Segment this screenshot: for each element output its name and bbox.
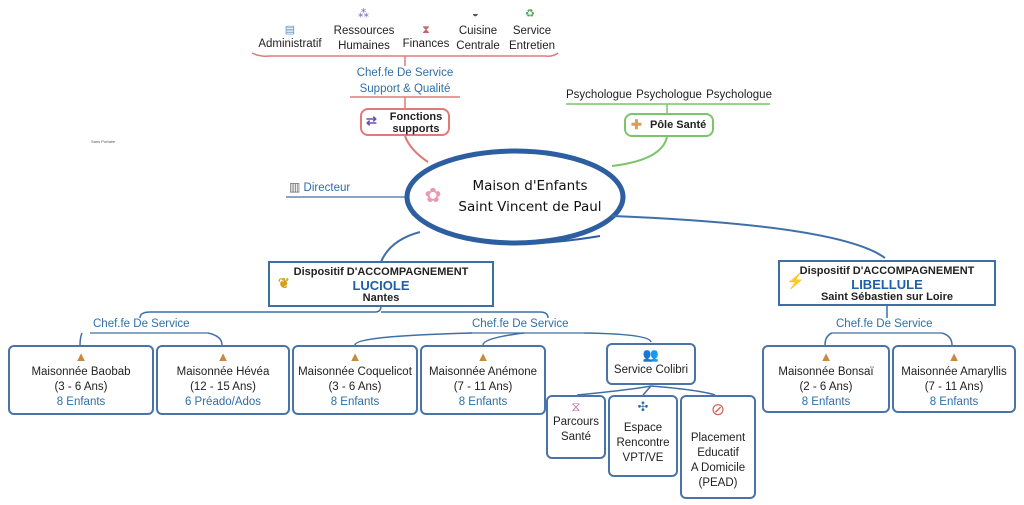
house-baobab[interactable]: ▲ Maisonnée Baobab (3 - 6 Ans) 8 Enfants [8,345,154,415]
hourglass-icon: ⧗ [422,24,430,36]
admin-icon: ▤ [284,24,296,36]
bandage-icon: ✚ [631,117,642,132]
libellule-link [611,215,886,259]
chef-right-links [824,332,953,346]
house-hevea[interactable]: ▲ Maisonnée Hévéa (12 - 15 Ans) 6 Préado… [156,345,290,415]
fonctions-supports-node[interactable]: ⇄ Fonctions supports [360,108,450,136]
tent-icon: ▲ [476,349,490,364]
dispositif-libellule[interactable]: ⚡ Dispositif D'ACCOMPAGNEMENT LIBELLULE … [778,260,996,306]
compass-icon: ⊘ [710,400,726,419]
colibri-placement-educatif[interactable]: ⊘ Placement Educatif A Domicile (PEAD) [680,395,756,499]
pole-sante-link [611,136,668,167]
dispositif-luciole[interactable]: ❦ Dispositif D'ACCOMPAGNEMENT LUCIOLE Na… [268,261,494,307]
dna-icon: ⧖ [571,399,581,414]
people-icon: 👥 [642,347,660,362]
house-coquelicot[interactable]: ▲ Maisonnée Coquelicot (3 - 6 Ans) 8 Enf… [292,345,418,415]
service-ressources-humaines[interactable]: ⁂ Ressources Humaines [333,8,395,52]
network-icon: ⁂ [358,8,369,20]
exchange-icon: ⇄ [366,113,377,128]
psychologue-2[interactable]: Psychologue [636,89,702,101]
tiny-note: Sans Portaire [91,139,116,144]
house-bonsai[interactable]: ▲ Maisonnée Bonsaï (2 - 6 Ans) 8 Enfants [762,345,890,413]
colibri-espace-rencontre[interactable]: ✣ Espace Rencontre VPT/VE [608,395,678,477]
cooking-pot-icon: ◒ [472,8,479,20]
chef-middle-links [354,332,652,346]
tent-icon: ▲ [74,349,88,364]
firefly-icon: ❦ [278,275,290,291]
flower-icon: ✿ [424,185,442,207]
service-entretien[interactable]: ♻ Service Entretien [508,8,556,52]
tent-icon: ▲ [947,349,961,364]
house-anemone[interactable]: ▲ Maisonnée Anémone (7 - 11 Ans) 8 Enfan… [420,345,546,415]
arrows-icon: ✣ [637,399,649,414]
luciole-branches [139,305,549,319]
colibri-links [576,385,716,396]
directeur-node[interactable]: ▥ Directeur [289,180,351,194]
dragonfly-icon: ⚡ [786,273,805,290]
tent-icon: ▲ [348,349,362,364]
services-underline [251,52,559,57]
tent-icon: ▲ [819,349,833,364]
pole-sante-node[interactable]: ✚ Pôle Santé [624,113,714,137]
recycle-icon: ♻ [525,8,535,20]
center-title: Maison d'Enfants Saint Vincent de Paul [458,178,602,215]
chef-service-left[interactable]: Chef.fe De Service [93,318,190,330]
tent-icon: ▲ [216,349,230,364]
chef-support-qualite[interactable]: Chef.fe De Service Support & Qualité [356,67,454,95]
chef-service-middle[interactable]: Chef.fe De Service [472,318,569,330]
chef-service-right[interactable]: Chef.fe De Service [836,318,933,330]
fonctions-link [404,135,429,163]
ellipse-swash [411,213,601,245]
house-amaryllis[interactable]: ▲ Maisonnée Amaryllis (7 - 11 Ans) 8 Enf… [892,345,1016,413]
service-colibri[interactable]: 👥 Service Colibri [606,343,696,385]
luciole-link [380,231,421,263]
psychologue-1[interactable]: Psychologue [566,89,632,101]
psychologues-list: Psychologue Psychologue Psychologue [566,89,772,101]
chef-left-links [79,332,223,346]
service-administratif[interactable]: ▤ Administratif [252,24,328,52]
building-icon: ▥ [289,180,301,194]
service-finances[interactable]: ⧗ Finances [400,24,452,52]
colibri-parcours-sante[interactable]: ⧖ Parcours Santé [546,395,606,459]
service-cuisine-centrale[interactable]: ◒ Cuisine Centrale [456,8,500,52]
psychologue-3[interactable]: Psychologue [706,89,772,101]
